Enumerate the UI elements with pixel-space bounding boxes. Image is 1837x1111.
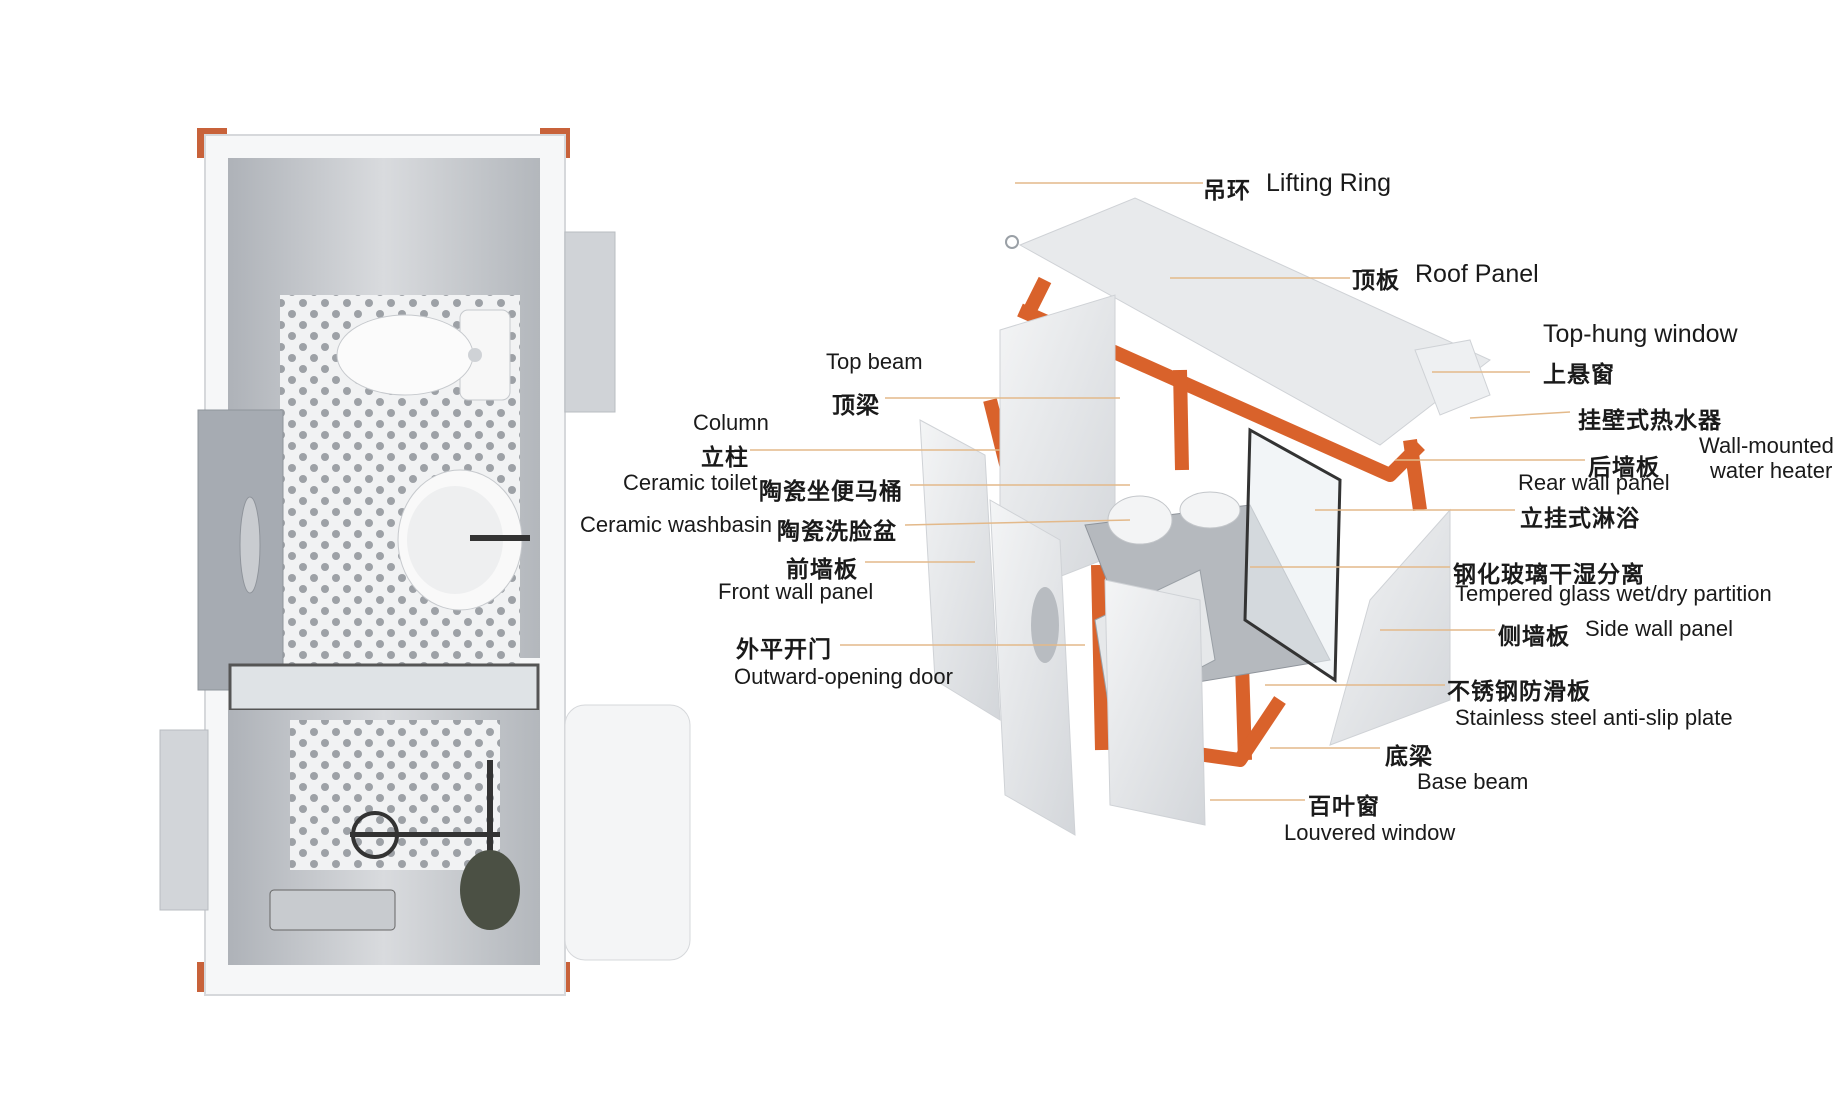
column-label-zh: 立柱 xyxy=(701,445,749,471)
anti-slip-plate-label-en: Stainless steel anti-slip plate xyxy=(1455,705,1733,730)
glass-partition-label-zh: 钢化玻璃干湿分离 xyxy=(1453,562,1645,588)
top-hung-window-plan xyxy=(564,231,616,413)
top-hung-window-label-zh: 上悬窗 xyxy=(1543,362,1615,388)
louvered-window-label-zh: 百叶窗 xyxy=(1308,794,1380,820)
base-beam-label-en: Base beam xyxy=(1417,769,1529,794)
top-beam-label-en: Top beam xyxy=(826,349,923,374)
side-wall-panel-shape xyxy=(1329,508,1451,746)
ceramic-washbasin-label-en: Ceramic washbasin xyxy=(580,512,772,537)
front-wall-panel-label-en: Front wall panel xyxy=(718,579,874,604)
outward-door-label-zh: 外平开门 xyxy=(736,637,832,663)
front-wall-panel-label-zh: 前墙板 xyxy=(786,557,858,583)
lifting-ring-icon xyxy=(1005,235,1019,249)
side-wall-panel-label-en: Side wall panel xyxy=(1585,616,1733,641)
top-hung-window-3d xyxy=(1414,339,1491,416)
door-vent-icon-3d xyxy=(1031,587,1059,663)
door-vent-icon xyxy=(239,496,261,594)
ceramic-washbasin-label-zh: 陶瓷洗脸盆 xyxy=(777,519,897,545)
towel-rack-icon xyxy=(269,889,396,931)
water-heater-label-zh: 挂壁式热水器 xyxy=(1578,408,1722,434)
glass-partition-3d xyxy=(1243,427,1342,683)
outer-cylinder xyxy=(564,704,691,961)
shower-icon xyxy=(350,760,500,860)
top-hung-window-label-en: Top-hung window xyxy=(1543,320,1738,348)
washbasin-3d-icon xyxy=(1179,491,1241,529)
water-heater-label-en-line2: water heater xyxy=(1710,458,1833,483)
top-beam-label-zh: 顶梁 xyxy=(832,393,880,419)
side-wall-panel-label-zh: 侧墙板 xyxy=(1498,624,1570,650)
exploded-view xyxy=(750,182,1585,836)
wall-shower-label-zh: 立挂式淋浴 xyxy=(1520,506,1640,532)
base-beam-label-zh: 底梁 xyxy=(1385,744,1433,770)
floor-plan-view xyxy=(159,128,691,996)
louvered-window-icon xyxy=(159,729,209,911)
rear-wall-panel-label-en: Rear wall panel xyxy=(1518,470,1670,495)
ceramic-toilet-label-zh: 陶瓷坐便马桶 xyxy=(759,479,903,505)
water-heater-label-en-line1: Wall-mounted xyxy=(1699,433,1834,458)
leader-lines xyxy=(750,182,1585,801)
lifting-ring-label-en: Lifting Ring xyxy=(1266,169,1392,197)
water-heater-icon xyxy=(460,850,520,930)
anti-slip-plate-label-zh: 不锈钢防滑板 xyxy=(1447,679,1591,705)
roof-panel-shape xyxy=(1018,197,1491,446)
roof-panel-label-en: Roof Panel xyxy=(1415,260,1539,288)
washbasin-icon xyxy=(397,469,530,611)
glass-partition-label-en: Tempered glass wet/dry partition xyxy=(1455,581,1772,606)
roof-panel-label-zh: 顶板 xyxy=(1352,268,1400,294)
outward-door-label-en: Outward-opening door xyxy=(734,664,953,689)
column-label-en: Column xyxy=(693,410,769,435)
toilet-icon xyxy=(336,309,511,401)
ceramic-toilet-label-en: Ceramic toilet xyxy=(623,470,758,495)
louvered-window-label-en: Louvered window xyxy=(1284,820,1456,845)
glass-partition-plan xyxy=(228,663,540,712)
door-panel-shape xyxy=(989,499,1076,836)
rear-wall-panel-label-zh: 后墙板 xyxy=(1588,455,1660,481)
lifting-ring-label-zh: 吊环 xyxy=(1203,178,1251,204)
louver-wall-panel xyxy=(1104,579,1206,826)
